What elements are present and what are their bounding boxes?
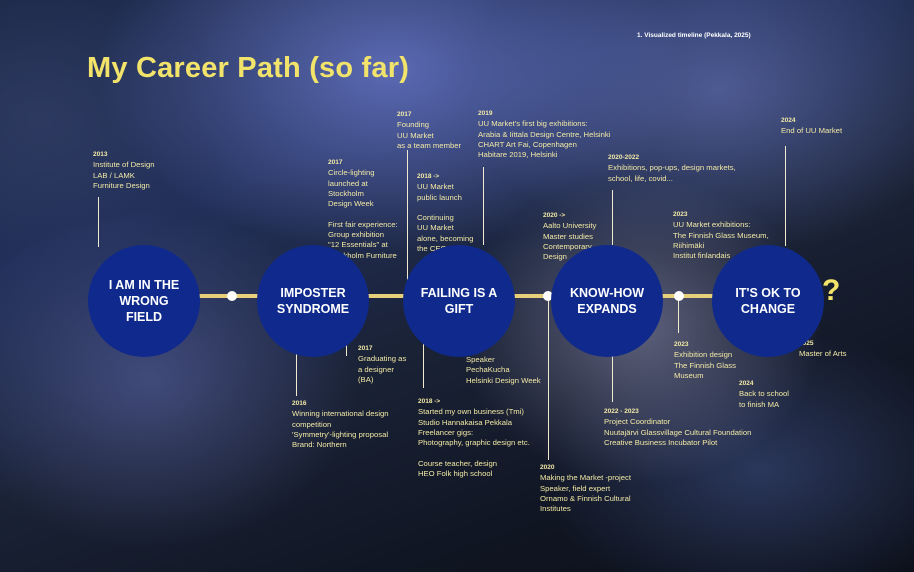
connector-line (612, 356, 613, 402)
connector-line (548, 298, 549, 460)
connector-line (483, 167, 484, 245)
event-2018-own-business: 2018 ->Started my own business (Tmi) Stu… (418, 398, 530, 479)
milestone-its-ok-to-change: IT'S OK TO CHANGE (712, 245, 824, 357)
connector-line (346, 338, 347, 356)
figure-caption: 1. Visualized timeline (Pekkala, 2025) (637, 32, 751, 39)
connector-line (98, 197, 99, 247)
connector-line (678, 298, 679, 333)
page-title: My Career Path (so far) (87, 52, 410, 84)
event-2018-public-launch: 2018 ->UU Market public launch Continuin… (417, 173, 474, 254)
timeline-dot (227, 291, 237, 301)
milestone-wrong-field: I AM IN THE WRONG FIELD (88, 245, 200, 357)
timeline-dot (543, 291, 553, 301)
connector-line (785, 146, 786, 246)
question-mark: ? (822, 274, 841, 307)
milestone-failing-is-a-gift: FAILING IS A GIFT (403, 245, 515, 357)
timeline-dot (674, 291, 684, 301)
milestone-imposter-syndrome: IMPOSTER SYNDROME (257, 245, 369, 357)
connector-line (296, 350, 297, 396)
connector-line (407, 150, 408, 280)
event-pechakucha-speaker: Speaker PechaKucha Helsinki Design Week (466, 355, 541, 385)
connector-line (423, 340, 424, 388)
connector-line (612, 190, 613, 245)
milestone-know-how-expands: KNOW-HOW EXPANDS (551, 245, 663, 357)
event-2020-aalto: 2020 ->Aalto University Master studies C… (543, 212, 597, 262)
